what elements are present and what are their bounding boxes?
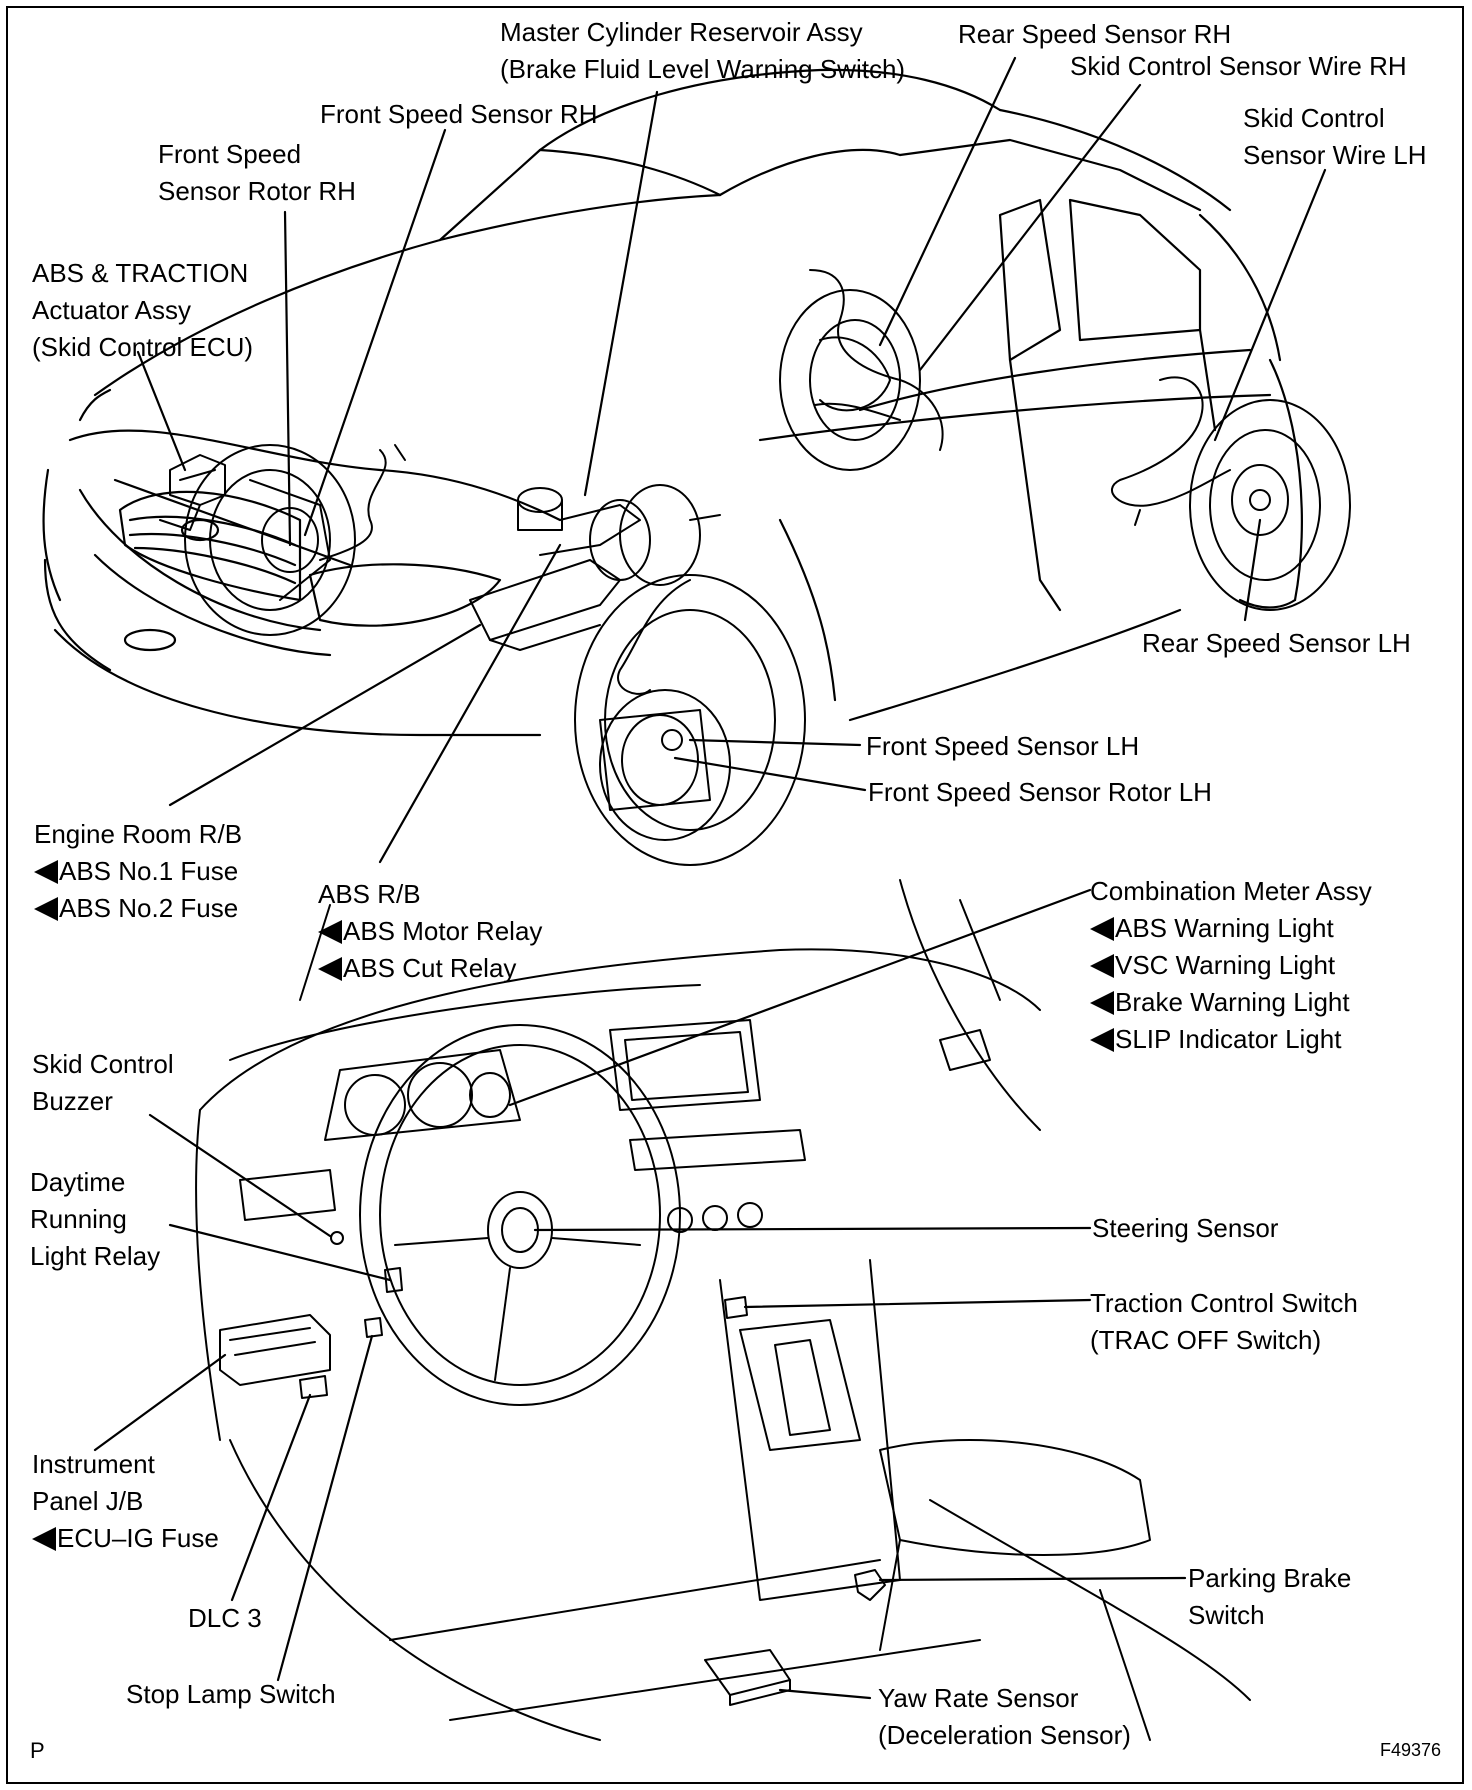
label-master-cylinder-reservoir: Master Cylinder Reservoir Assy (Brake Fl… — [500, 17, 906, 84]
label-front-speed-sensor-lh: Front Speed Sensor LH — [866, 731, 1140, 761]
rear-lh-sensor-wire — [1111, 376, 1231, 526]
label-skid-control-sensor-wire-rh: Skid Control Sensor Wire RH — [1070, 51, 1407, 81]
rear-rh-sensor-wire — [809, 269, 944, 451]
label-engine-room-rb: Engine Room R/B ABS No.1 Fuse ABS No.2 F… — [34, 819, 243, 923]
diagram-frame — [6, 6, 1464, 1784]
label-front-speed-sensor-rh: Front Speed Sensor RH — [320, 99, 598, 129]
label-abs-rb: ABS R/B ABS Motor Relay ABS Cut Relay — [318, 879, 543, 983]
label-rear-speed-sensor-lh: Rear Speed Sensor LH — [1142, 628, 1411, 658]
label-rear-speed-sensor-rh: Rear Speed Sensor RH — [958, 19, 1232, 49]
pointer-arrow-icon — [34, 897, 58, 921]
pointer-arrow-icon — [1090, 954, 1114, 978]
figure-code: F49376 — [1380, 1740, 1442, 1760]
label-instrument-panel-jb: Instrument Panel J/B ECU–IG Fuse — [32, 1449, 219, 1553]
label-dlc3: DLC 3 — [188, 1603, 262, 1633]
pointer-arrow-icon — [318, 957, 342, 981]
label-steering-sensor: Steering Sensor — [1092, 1213, 1279, 1243]
car-body-outline — [42, 68, 1303, 737]
label-daytime-running-light-relay: Daytime Running Light Relay — [30, 1167, 161, 1271]
label-parking-brake-switch: Parking Brake Switch — [1188, 1563, 1352, 1630]
front-wheel-lh — [574, 574, 806, 866]
abs-rb-shape — [469, 559, 621, 651]
label-yaw-rate-sensor: Yaw Rate Sensor (Deceleration Sensor) — [878, 1683, 1131, 1750]
corner-mark-left: P — [30, 1738, 45, 1763]
pointer-arrow-icon — [1090, 991, 1114, 1015]
label-combination-meter: Combination Meter Assy ABS Warning Light… — [1090, 876, 1372, 1054]
label-skid-control-sensor-wire-lh: Skid Control Sensor Wire LH — [1243, 103, 1427, 170]
pointer-arrow-icon — [32, 1527, 56, 1551]
label-front-speed-sensor-rotor-lh: Front Speed Sensor Rotor LH — [868, 777, 1212, 807]
rear-wheel-lh — [1189, 399, 1351, 611]
pointer-arrow-icon — [34, 860, 58, 884]
front-wheel-rh — [184, 444, 356, 636]
master-cylinder-shape — [517, 484, 721, 586]
label-skid-control-buzzer: Skid Control Buzzer — [32, 1049, 174, 1116]
front-rh-sensor-wire — [319, 444, 406, 561]
front-lh-sensor-wire — [617, 579, 691, 695]
label-stop-lamp-switch: Stop Lamp Switch — [126, 1679, 336, 1709]
label-traction-control-switch: Traction Control Switch (TRAC OFF Switch… — [1090, 1288, 1358, 1355]
pointer-arrow-icon — [1090, 1028, 1114, 1052]
leader-lines — [93, 56, 1327, 1700]
pointer-arrow-icon — [1090, 917, 1114, 941]
dashboard-outline — [195, 879, 1251, 1741]
pointer-arrow-icon — [318, 920, 342, 944]
label-abs-traction-actuator: ABS & TRACTION Actuator Assy (Skid Contr… — [32, 258, 254, 362]
label-front-speed-sensor-rotor-rh: Front Speed Sensor Rotor RH — [158, 139, 356, 206]
abs-actuator-shape — [159, 454, 226, 531]
